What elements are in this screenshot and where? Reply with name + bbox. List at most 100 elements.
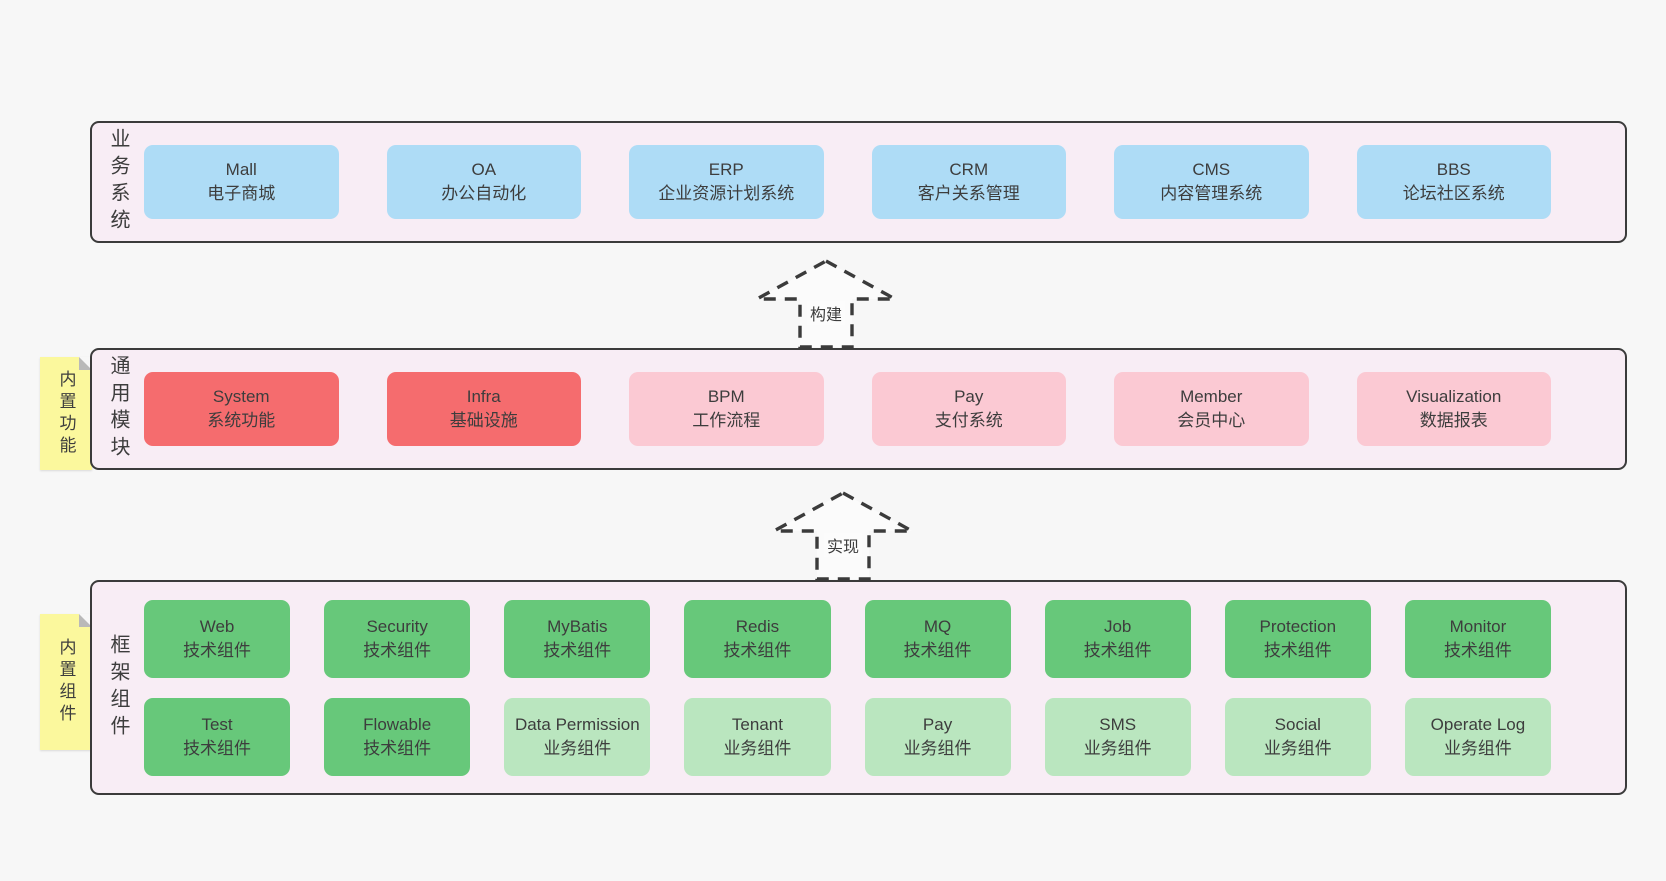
box-data-permission-name: Data Permission <box>514 714 640 734</box>
box-tenant-desc: 业务组件 <box>723 738 792 758</box>
box-mybatis-name: MyBatis <box>547 616 608 636</box>
box-cms-name: CMS <box>1192 160 1231 180</box>
arrow-implement: 实现 <box>768 490 918 582</box>
box-erp-name: ERP <box>708 160 744 180</box>
box-job-name: Job <box>1103 616 1132 636</box>
business-row: Mall 电子商城 OA 办公自动化 ERP 企业资源计划系统 CRM 客户关系… <box>144 145 1551 219</box>
box-bpm-desc: 工作流程 <box>692 411 761 430</box>
layer-business-systems: 业务系统 Mall 电子商城 OA 办公自动化 ERP 企业资源计划系统 CRM… <box>90 121 1627 243</box>
box-protection-desc: 技术组件 <box>1263 640 1332 660</box>
modules-row: System 系统功能 Infra 基础设施 BPM 工作流程 Pay 支付系统… <box>144 372 1551 446</box>
box-member-name: Member <box>1180 387 1243 407</box>
box-pay-component-desc: 业务组件 <box>903 738 972 758</box>
box-operate-log: Operate Log 业务组件 <box>1404 697 1551 776</box>
box-protection-name: Protection <box>1259 616 1337 636</box>
box-monitor-name: Monitor <box>1449 616 1507 636</box>
box-sms-name: SMS <box>1099 714 1137 734</box>
business-boxes: Mall 电子商城 OA 办公自动化 ERP 企业资源计划系统 CRM 客户关系… <box>144 145 1551 219</box>
box-pay-component: Pay 业务组件 <box>864 697 1011 776</box>
component-boxes: Web 技术组件 Security 技术组件 MyBatis 技术组件 Redi… <box>144 599 1551 776</box>
box-infra-desc: 基础设施 <box>449 411 518 430</box>
box-mq-desc: 技术组件 <box>903 640 972 660</box>
layer-components-label: 框架组件 <box>107 633 129 742</box>
box-pay-module-name: Pay <box>954 387 984 407</box>
box-visualization: Visualization 数据报表 <box>1356 372 1551 446</box>
box-mybatis-desc: 技术组件 <box>543 640 612 660</box>
box-flowable-desc: 技术组件 <box>363 738 432 758</box>
box-bbs-name: BBS <box>1436 160 1471 180</box>
box-crm: CRM 客户关系管理 <box>871 145 1066 219</box>
box-mq-name: MQ <box>923 616 952 636</box>
box-crm-desc: 客户关系管理 <box>917 184 1020 203</box>
box-system-name: System <box>212 387 270 407</box>
box-erp: ERP 企业资源计划系统 <box>629 145 824 219</box>
box-system-desc: 系统功能 <box>207 411 276 430</box>
box-infra-name: Infra <box>466 387 501 407</box>
box-operate-log-name: Operate Log <box>1430 714 1526 734</box>
note-built-in-features-label: 内置功能 <box>56 369 76 458</box>
box-operate-log-desc: 业务组件 <box>1443 738 1512 758</box>
box-tenant-name: Tenant <box>731 714 783 734</box>
box-mall-desc: 电子商城 <box>207 184 276 203</box>
layer-framework-components: 框架组件 Web 技术组件 Security 技术组件 MyBatis 技术组件… <box>90 580 1627 795</box>
box-visualization-name: Visualization <box>1406 387 1502 407</box>
box-pay-component-name: Pay <box>922 714 953 734</box>
layer-common-modules: 通用模块 System 系统功能 Infra 基础设施 BPM 工作流程 Pay… <box>90 348 1627 470</box>
box-cms: CMS 内容管理系统 <box>1114 145 1309 219</box>
box-security-name: Security <box>366 616 428 636</box>
box-system: System 系统功能 <box>144 372 339 446</box>
box-web: Web 技术组件 <box>144 599 291 678</box>
box-cms-desc: 内容管理系统 <box>1160 184 1263 203</box>
box-redis-desc: 技术组件 <box>723 640 792 660</box>
box-infra: Infra 基础设施 <box>386 372 581 446</box>
box-bbs: BBS 论坛社区系统 <box>1356 145 1551 219</box>
box-oa-desc: 办公自动化 <box>441 184 527 203</box>
box-visualization-desc: 数据报表 <box>1419 411 1488 430</box>
box-mq: MQ 技术组件 <box>864 599 1011 678</box>
components-row-2: Test 技术组件 Flowable 技术组件 Data Permission … <box>144 697 1551 776</box>
box-job-desc: 技术组件 <box>1083 640 1152 660</box>
box-tenant: Tenant 业务组件 <box>684 697 831 776</box>
box-job: Job 技术组件 <box>1044 599 1191 678</box>
box-test-desc: 技术组件 <box>183 738 252 758</box>
box-protection: Protection 技术组件 <box>1224 599 1371 678</box>
note-built-in-components: 内置组件 <box>40 614 92 750</box>
box-test-name: Test <box>201 714 233 734</box>
box-monitor-desc: 技术组件 <box>1443 640 1512 660</box>
box-crm-name: CRM <box>949 160 989 180</box>
box-redis-name: Redis <box>735 616 780 636</box>
box-social-name: Social <box>1274 714 1321 734</box>
box-mall: Mall 电子商城 <box>144 145 339 219</box>
box-redis: Redis 技术组件 <box>684 599 831 678</box>
box-mall-name: Mall <box>225 160 257 180</box>
box-test: Test 技术组件 <box>144 697 291 776</box>
box-erp-desc: 企业资源计划系统 <box>658 184 795 203</box>
layer-business-label: 业务系统 <box>107 128 129 236</box>
box-security-desc: 技术组件 <box>363 640 432 660</box>
box-member-desc: 会员中心 <box>1177 411 1246 430</box>
box-social-desc: 业务组件 <box>1263 738 1332 758</box>
arrow-implement-label: 实现 <box>823 533 863 558</box>
components-row-1: Web 技术组件 Security 技术组件 MyBatis 技术组件 Redi… <box>144 599 1551 678</box>
layer-modules-label: 通用模块 <box>107 355 129 463</box>
arrow-build: 构建 <box>751 258 901 350</box>
module-boxes: System 系统功能 Infra 基础设施 BPM 工作流程 Pay 支付系统… <box>144 372 1551 446</box>
box-web-desc: 技术组件 <box>183 640 252 660</box>
box-flowable-name: Flowable <box>363 714 432 734</box>
box-web-name: Web <box>199 616 235 636</box>
box-security: Security 技术组件 <box>324 599 471 678</box>
box-member: Member 会员中心 <box>1114 372 1309 446</box>
note-built-in-components-label: 内置组件 <box>56 638 76 726</box>
box-data-permission-desc: 业务组件 <box>543 738 612 758</box>
box-mybatis: MyBatis 技术组件 <box>504 599 651 678</box>
box-data-permission: Data Permission 业务组件 <box>504 697 651 776</box>
box-oa-name: OA <box>471 160 497 180</box>
arrow-build-label: 构建 <box>806 301 846 326</box>
box-monitor: Monitor 技术组件 <box>1404 599 1551 678</box>
note-built-in-features: 内置功能 <box>40 357 92 470</box>
box-pay-module: Pay 支付系统 <box>871 372 1066 446</box>
box-bpm-name: BPM <box>707 387 745 407</box>
box-oa: OA 办公自动化 <box>386 145 581 219</box>
box-pay-module-desc: 支付系统 <box>934 411 1003 430</box>
box-sms: SMS 业务组件 <box>1044 697 1191 776</box>
